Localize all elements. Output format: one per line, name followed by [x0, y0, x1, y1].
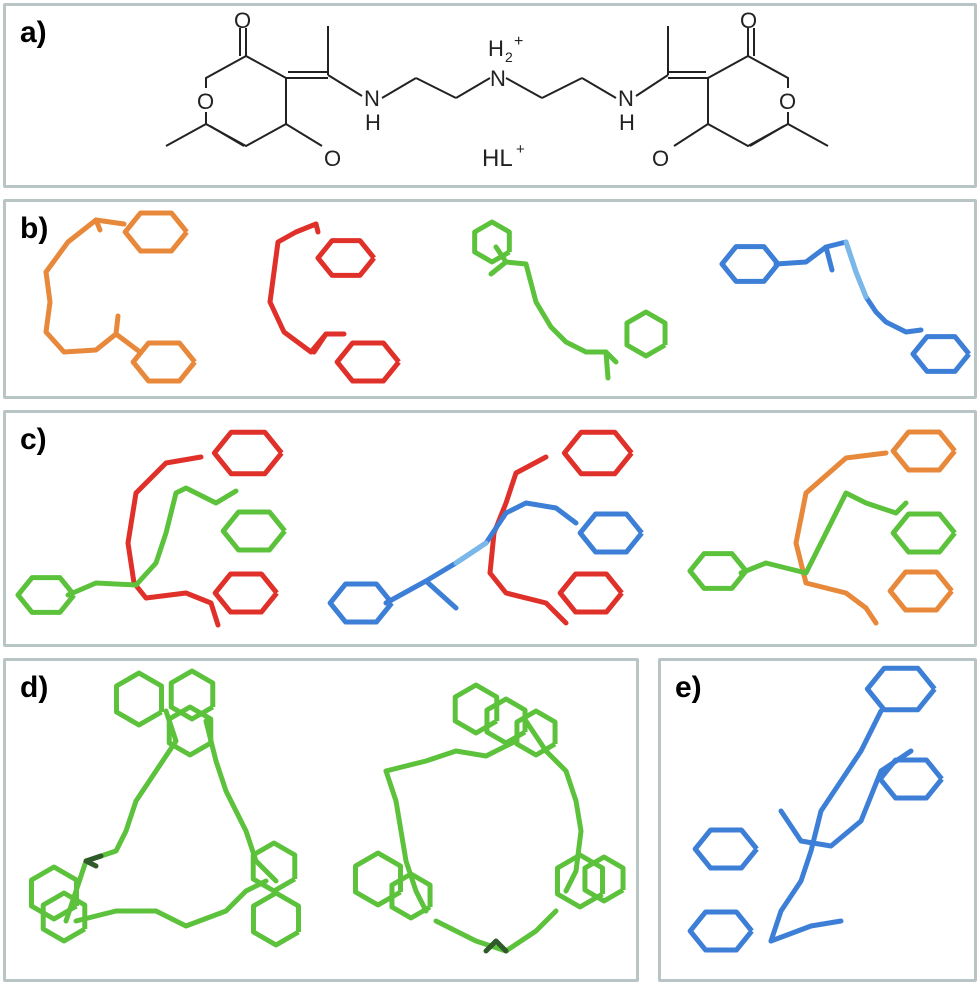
red-ring-top — [315, 238, 376, 278]
atom-h-left: H — [365, 110, 381, 135]
atom-o-left-ring: O — [197, 89, 214, 114]
overlay-row-c — [15, 429, 957, 628]
blue-methyl-top — [823, 244, 835, 273]
orange-ring-bottom — [130, 340, 197, 384]
panel-b-label: b) — [20, 212, 49, 245]
green-ring-right — [624, 309, 668, 359]
d2-ring-7 — [582, 854, 626, 904]
c3-green-ring-left — [687, 551, 748, 591]
c1-red-chain — [125, 454, 221, 628]
c2-blue-ring-left — [327, 581, 394, 625]
panel-a-label: a) — [20, 16, 47, 49]
d1-dark-segment — [83, 853, 104, 869]
atom-n-left: N — [364, 86, 380, 111]
panel-a: a) — [3, 3, 977, 188]
green-methyl-bottom — [603, 349, 611, 381]
c1-green-chain — [65, 485, 239, 598]
atom-h2-charge: + — [514, 33, 523, 50]
red-methyl-bottom — [311, 331, 329, 355]
c3-orange-ring-bottom — [887, 569, 954, 613]
blue-ring-left — [719, 244, 780, 284]
structure-bonds — [165, 26, 829, 148]
c3-orange-chain — [793, 450, 889, 626]
c1-red-ring-bottom — [212, 571, 279, 615]
atom-h2-center: H — [488, 36, 504, 61]
d1-ring-3 — [166, 704, 214, 758]
panel-d-label: d) — [20, 671, 49, 704]
c2-blue-ring-right — [577, 511, 644, 555]
d2-ring-3 — [514, 708, 558, 758]
c2-red-ring-top — [561, 429, 634, 477]
e-ring-1 — [864, 665, 937, 713]
e-chain-1 — [768, 708, 884, 944]
d1-chain-left — [63, 708, 179, 924]
d2-chain-left — [383, 768, 429, 914]
d2-dark-segment — [483, 938, 509, 954]
d1-ring-1 — [113, 670, 165, 728]
green-ring-top — [472, 219, 512, 265]
c2-blue-chain — [383, 500, 579, 606]
atom-n-center: N — [490, 66, 506, 91]
c3-green-chain — [738, 490, 909, 576]
c2-blue-chain-light — [453, 540, 489, 566]
panel-c-label: c) — [20, 423, 47, 456]
e-ring-4 — [687, 909, 754, 953]
d2-ring-6 — [554, 852, 606, 910]
e-ring-3 — [692, 827, 759, 871]
blue-ring-right — [910, 334, 971, 374]
conformer-row-b — [43, 210, 971, 384]
d1-ring-4 — [28, 864, 80, 922]
d2-ring-1 — [452, 682, 500, 736]
trimer-views-d — [28, 668, 626, 954]
c3-orange-ring-top — [890, 429, 957, 473]
c2-red-ring-bottom — [557, 571, 624, 615]
orange-methyl-top — [93, 217, 103, 233]
red-ring-bottom — [334, 340, 401, 384]
d2-ring-5 — [389, 871, 433, 921]
ligand-structure: O O O N H N H 2 + N H O O O HL + — [165, 8, 829, 172]
atom-o-right-top: O — [740, 8, 757, 33]
panel-e-label: e) — [675, 671, 702, 704]
red-methyl-top — [313, 221, 321, 235]
d2-ring-2 — [484, 696, 528, 746]
e-ring-2 — [877, 757, 944, 801]
blue-chain-light — [843, 239, 869, 300]
green-chain — [493, 244, 619, 365]
d2-chain-top — [383, 738, 519, 774]
atom-o-right-bottom: O — [652, 146, 669, 171]
atom-o-right-ring: O — [779, 89, 796, 114]
d1-chain-bottom — [73, 878, 269, 929]
atom-o-left-top: O — [234, 8, 251, 33]
atom-h-right: H — [619, 110, 635, 135]
d1-ring-7 — [250, 890, 302, 948]
c3-green-ring-right — [890, 511, 957, 555]
d1-ring-2 — [168, 668, 216, 722]
dimer-view-e — [687, 665, 944, 953]
panel-d: d) — [3, 658, 639, 982]
orange-methyl-bottom — [113, 313, 121, 337]
e-chain-2 — [778, 748, 914, 849]
atom-n-right: N — [618, 86, 634, 111]
d1-ring-5 — [40, 890, 88, 944]
orange-chain — [43, 217, 143, 355]
green-methyl-top — [488, 259, 509, 277]
panel-c: c) — [3, 410, 977, 647]
c1-red-ring-top — [211, 429, 284, 477]
orange-ring-top — [122, 210, 189, 254]
d2-ring-4 — [352, 850, 404, 908]
d2-chain-bottom — [433, 908, 559, 954]
c2-red-chain — [487, 454, 569, 626]
panel-b: b) — [3, 199, 977, 399]
compound-label: HL — [482, 145, 513, 172]
e-chain-3 — [768, 918, 844, 944]
panel-e: e) — [658, 658, 977, 982]
d1-ring-6 — [250, 840, 298, 894]
d1-chain-right — [203, 718, 279, 884]
c2-blue-methyl — [423, 578, 459, 611]
c1-green-ring-right — [220, 509, 287, 553]
c1-green-ring-left — [15, 575, 76, 615]
atom-h2-subscript: 2 — [505, 49, 513, 65]
atom-o-left-bottom: O — [324, 146, 341, 171]
compound-charge: + — [516, 141, 525, 158]
